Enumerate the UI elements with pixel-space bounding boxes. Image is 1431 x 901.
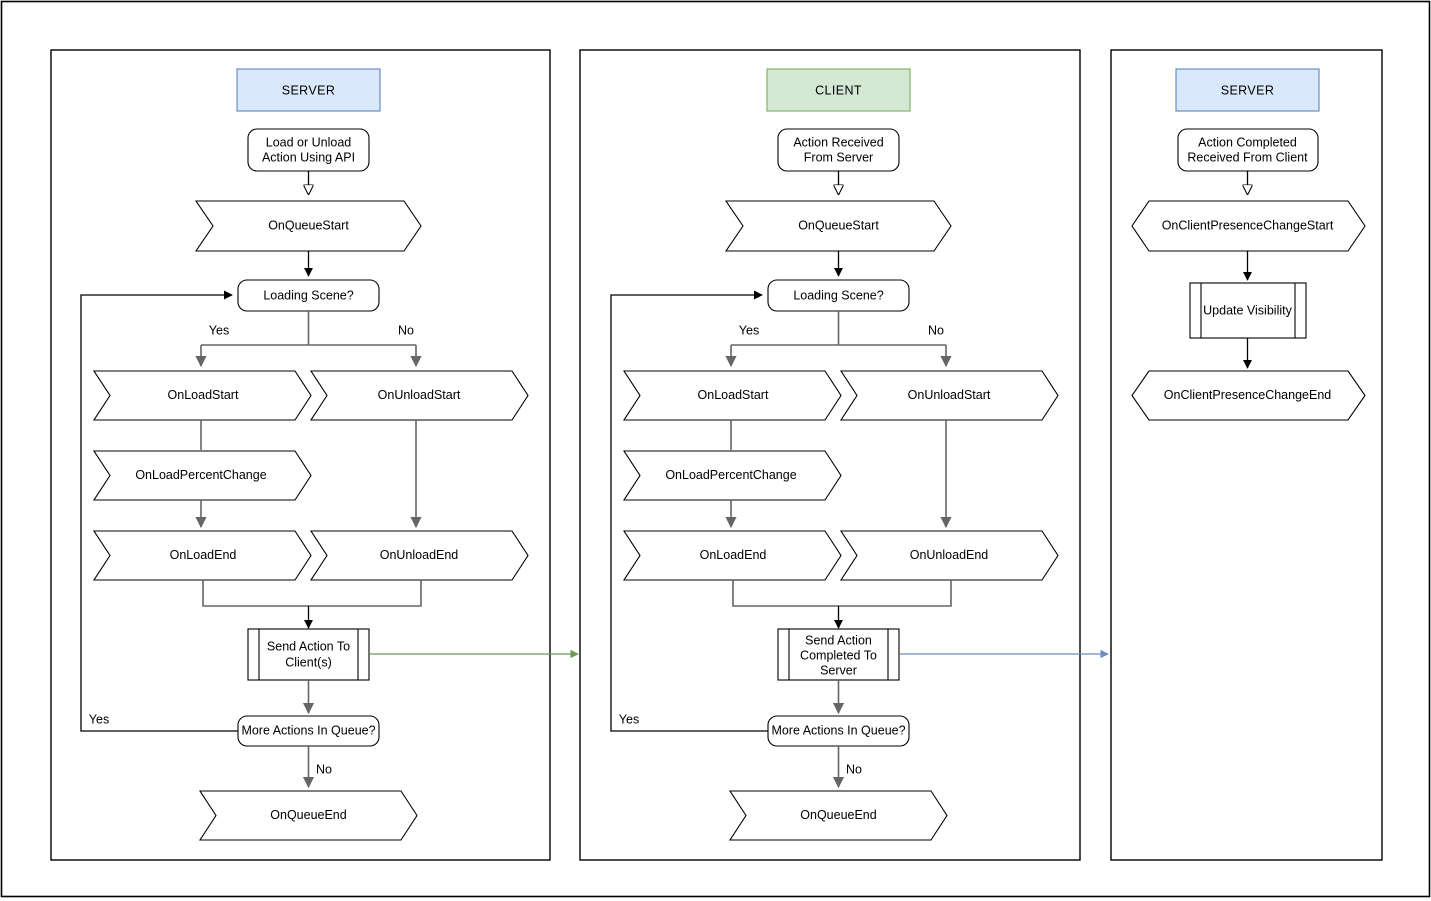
- p3-entry-line2: Received From Client: [1187, 150, 1308, 164]
- panel1-header-label: SERVER: [282, 83, 336, 97]
- p2-send-action-box: [777, 628, 900, 681]
- p2-onloadend-label: OnLoadEnd: [700, 548, 767, 562]
- p2-branch-no-label: No: [928, 323, 944, 337]
- p2-branch-yes-path: [731, 311, 946, 366]
- p1-send-action-line2: Client(s): [285, 655, 332, 669]
- p2-onunloadend-shape: [839, 530, 1059, 581]
- p2-more-actions-label: More Actions In Queue?: [771, 723, 905, 737]
- p1-onloadend-label: OnLoadEnd: [170, 548, 237, 562]
- p2-onqueuestart-label: OnQueueStart: [798, 218, 879, 232]
- p2-onqueueend-label: OnQueueEnd: [800, 808, 876, 822]
- p1-onqueueend-shape: [198, 790, 418, 841]
- p1-onqueuestart-label: OnQueueStart: [268, 218, 349, 232]
- p2-loop-no-label: No: [846, 762, 862, 776]
- p3-presence-end-label: OnClientPresenceChangeEnd: [1164, 388, 1332, 402]
- p2-onloadend-shape: [622, 530, 842, 581]
- p2-entry-line1: Action Received: [793, 135, 883, 149]
- panel2-header-box: [766, 68, 911, 112]
- panel3-header-label: SERVER: [1221, 83, 1275, 97]
- p3-update-visibility-box: [1189, 282, 1307, 339]
- p1-send-action-box: [247, 628, 370, 681]
- p1-onloadstart-shape: [92, 370, 312, 421]
- p1-branch-yes-label: Yes: [209, 323, 229, 337]
- panel3-header-box: [1175, 68, 1320, 112]
- p1-branch-no-label: No: [398, 323, 414, 337]
- p3-presence-end-shape: [1131, 370, 1366, 421]
- p1-onunloadend-label: OnUnloadEnd: [380, 548, 459, 562]
- p1-loop-yes-label: Yes: [89, 712, 109, 726]
- p1-loading-scene-label: Loading Scene?: [263, 288, 353, 302]
- p2-entry-line2: From Server: [804, 150, 873, 164]
- p3-presence-start-shape: [1131, 200, 1366, 252]
- p1-onqueuestart-shape: [194, 200, 422, 252]
- panel1-header-box: [236, 68, 381, 112]
- p1-more-actions-label: More Actions In Queue?: [241, 723, 375, 737]
- p3-update-visibility-label: Update Visibility: [1203, 303, 1292, 317]
- p2-onloadstart-shape: [622, 370, 842, 421]
- p1-onloadpercentchange-shape: [92, 450, 312, 501]
- p1-onloadstart-label: OnLoadStart: [168, 388, 239, 402]
- p2-onunloadstart-label: OnUnloadStart: [908, 388, 991, 402]
- p1-entry-line2: Action Using API: [262, 150, 355, 164]
- p2-onunloadstart-shape: [839, 370, 1059, 421]
- p1-onqueueend-label: OnQueueEnd: [270, 808, 346, 822]
- p1-loopback-path: [80, 290, 238, 732]
- p1-send-action-line1: Send Action To: [267, 639, 350, 653]
- p2-branch-yes-label: Yes: [739, 323, 759, 337]
- p1-loop-no-label: No: [316, 762, 332, 776]
- p2-onunloadend-label: OnUnloadEnd: [910, 548, 989, 562]
- p1-onunloadstart-label: OnUnloadStart: [378, 388, 461, 402]
- panel2-header-label: CLIENT: [815, 83, 862, 97]
- p1-onunloadend-shape: [309, 530, 529, 581]
- p1-entry-line1: Load or Unload: [266, 135, 352, 149]
- p1-onunloadstart-shape: [309, 370, 529, 421]
- p2-send-action-line2: Completed To: [800, 648, 877, 662]
- p2-send-action-line3: Server: [820, 663, 857, 677]
- p2-loop-yes-label: Yes: [619, 712, 639, 726]
- p2-onqueueend-shape: [728, 790, 948, 841]
- p1-onloadend-shape: [92, 530, 312, 581]
- p2-merge-path: [732, 580, 952, 607]
- p3-entry-line1: Action Completed: [1198, 135, 1297, 149]
- p2-onqueuestart-shape: [724, 200, 952, 252]
- p2-loading-scene-label: Loading Scene?: [793, 288, 883, 302]
- p1-merge-path: [202, 580, 422, 607]
- p2-onloadstart-label: OnLoadStart: [698, 388, 769, 402]
- p2-onloadpercentchange-label: OnLoadPercentChange: [665, 468, 796, 482]
- p1-branch-yes-path: [201, 311, 416, 366]
- p1-onloadpercentchange-label: OnLoadPercentChange: [135, 468, 266, 482]
- p2-send-action-line1: Send Action: [805, 633, 872, 647]
- p2-loopback-path: [610, 290, 768, 732]
- p3-presence-start-label: OnClientPresenceChangeStart: [1162, 218, 1334, 232]
- p2-onloadpercentchange-shape: [622, 450, 842, 501]
